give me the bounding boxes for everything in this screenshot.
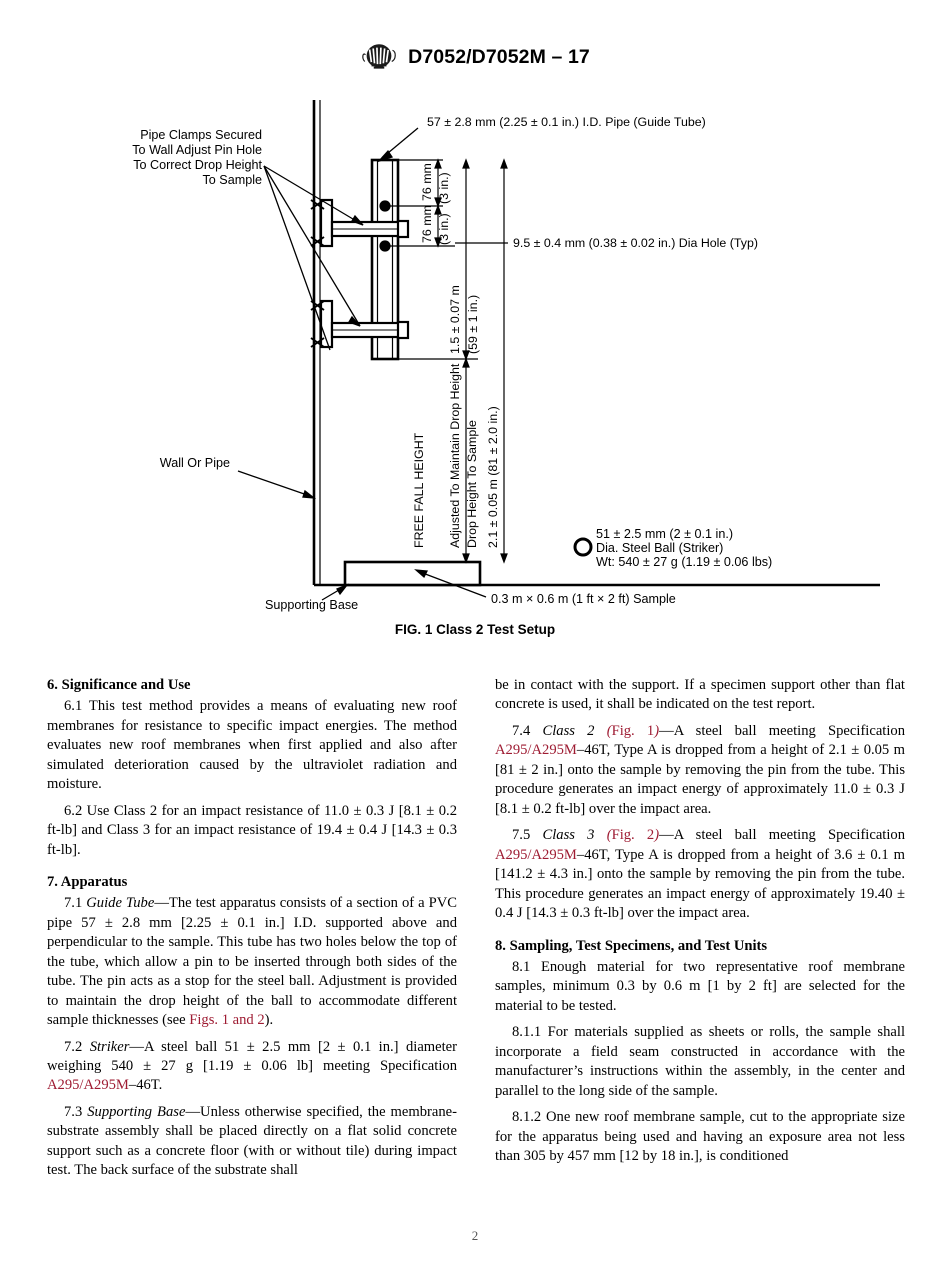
paragraph-7-2-number: 7.2 [64, 1038, 90, 1055]
dimension-76mm-upper [390, 158, 443, 208]
paragraph-7-3-continued: be in contact with the support. If a spe… [495, 677, 905, 713]
paragraph-8-1-1: 8.1.1 For materials supplied as sheets o… [495, 1024, 905, 1099]
page-number: 2 [471, 1228, 479, 1243]
paragraph-8-1: 8.1 Enough material for two representati… [495, 958, 905, 1014]
paragraph-7-4-term: Class 2 [542, 722, 595, 739]
link-fig-2[interactable]: Fig. 2 [611, 827, 655, 844]
pin-hole-lower [379, 240, 391, 252]
label-adjusted-drop-height: Adjusted To Maintain Drop Height [448, 363, 462, 548]
paragraph-7-3: 7.3 Supporting Base—Unless otherwise spe… [47, 1103, 457, 1181]
heading-section-8: 8. Sampling, Test Specimens, and Test Un… [495, 937, 768, 954]
paragraph-7-4-text-b: –46T, Type A is dropped from a height of… [495, 742, 905, 817]
paragraph-7-3-text: —Unless otherwise specified, the membran… [47, 1103, 457, 1179]
paragraph-7-1: 7.1 Guide Tube—The test apparatus consis… [47, 894, 457, 1030]
pin-hole-upper [379, 200, 391, 212]
paragraph-7-2: 7.2 Striker—A steel ball 51 ± 2.5 mm [2 … [47, 1038, 457, 1096]
paragraph-7-5-text-a: —A steel ball meeting Specification [659, 827, 906, 844]
label-ball-size: 51 ± 2.5 mm (2 ± 0.1 in.) [596, 527, 733, 541]
paragraph-6-1: 6.1 This test method provides a means of… [47, 698, 457, 793]
heading-section-7: 7. Apparatus [47, 874, 128, 890]
figure-class-2-test-setup: 57 ± 2.8 mm (2.25 ± 0.1 in.) I.D. Pipe (… [0, 88, 950, 648]
paragraph-7-5-fig-open: ( [594, 827, 612, 844]
label-wall-or-pipe: Wall Or Pipe [160, 456, 230, 470]
paragraph-7-1-term: Guide Tube [86, 895, 155, 912]
page-header: D7052/D7052M – 17 [0, 42, 950, 72]
paragraph-7-4-fig-open: ( [594, 722, 612, 739]
link-a295-a295m-7-5[interactable]: A295/A295M [495, 846, 577, 863]
link-a295-a295m-7-4[interactable]: A295/A295M [495, 742, 577, 759]
paragraph-7-2-text: —A steel ball 51 ± 2.5 mm [2 ± 0.1 in.] … [47, 1038, 458, 1074]
paragraph-7-4-fig-close: ) [654, 722, 660, 739]
left-column: 6. Significance and Use 6.1 This test me… [47, 676, 457, 1181]
paragraph-7-4: 7.4 Class 2 (Fig. 1)—A steel ball meetin… [495, 722, 905, 819]
paragraph-7-1-tail: ). [264, 1012, 274, 1029]
heading-section-6: 6. Significance and Use [47, 677, 191, 693]
label-supporting-base: Supporting Base [265, 598, 358, 612]
paragraph-7-5-term: Class 3 [542, 827, 595, 844]
paragraph-7-5-number: 7.5 [512, 827, 543, 844]
leader-sample [414, 569, 487, 598]
paragraph-8-1-2: 8.1.2 One new roof membrane sample, cut … [495, 1109, 905, 1165]
leader-guide-tube [376, 127, 419, 163]
label-tube-length-m: 1.5 ± 0.07 m [448, 285, 462, 354]
label-ball-desc: Dia. Steel Ball (Striker) [596, 541, 723, 555]
dimension-free-fall-height [462, 357, 470, 564]
label-dia-hole: 9.5 ± 0.4 mm (0.38 ± 0.02 in.) Dia Hole … [513, 236, 758, 250]
label-3in-upper: (3 in.) [437, 172, 451, 204]
page-title: D7052/D7052M – 17 [408, 45, 590, 68]
label-pipe-clamps-line2: To Wall Adjust Pin Hole [132, 143, 262, 157]
paragraph-7-5: 7.5 Class 3 (Fig. 2)—A steel ball meetin… [495, 826, 905, 923]
link-figs-1-and-2[interactable]: Figs. 1 and 2 [189, 1012, 265, 1029]
link-a295-a295m-7-2[interactable]: A295/A295M [47, 1077, 129, 1094]
label-drop-height-total: 2.1 ± 0.05 m (81 ± 2.0 in.) [486, 406, 500, 548]
paragraph-7-1-text: —The test apparatus consists of a sectio… [47, 895, 458, 1029]
figure-diagram: 57 ± 2.8 mm (2.25 ± 0.1 in.) I.D. Pipe (… [132, 100, 880, 612]
label-free-fall-height: FREE FALL HEIGHT [412, 432, 426, 548]
leader-pipe-clamps [263, 165, 364, 351]
paragraph-7-4-text-a: —A steel ball meeting Specification [659, 722, 906, 739]
paragraph-7-1-number: 7.1 [64, 895, 87, 912]
label-pipe-clamps-line4: To Sample [203, 173, 263, 187]
paragraph-7-5-text-b: –46T, Type A is dropped from a height of… [495, 846, 905, 922]
paragraph-7-2-term: Striker [89, 1038, 130, 1055]
leader-supporting-base [321, 583, 349, 601]
label-pipe-clamps-line3: To Correct Drop Height [133, 158, 262, 172]
label-tube-length-in: (59 ± 1 in.) [466, 295, 480, 354]
paragraph-7-3-number: 7.3 [64, 1103, 88, 1120]
link-fig-1[interactable]: Fig. 1 [611, 722, 655, 739]
paragraph-7-3-term: Supporting Base [87, 1103, 186, 1120]
figure-caption: FIG. 1 Class 2 Test Setup [394, 622, 556, 637]
dimension-drop-height-total [500, 158, 508, 564]
paragraph-6-2: 6.2 Use Class 2 for an impact resistance… [47, 802, 457, 858]
label-pipe-clamps-line1: Pipe Clamps Secured [140, 128, 262, 142]
leader-wall-or-pipe [237, 470, 317, 499]
paragraph-7-5-fig-close: ) [654, 827, 660, 844]
body-columns: 6. Significance and Use 6.1 This test me… [47, 676, 905, 1181]
steel-ball-striker [573, 537, 593, 557]
astm-logo [362, 44, 396, 69]
dimension-tube-length [398, 158, 478, 361]
label-drop-height-to-sample: Drop Height To Sample [465, 420, 479, 548]
label-sample: 0.3 m × 0.6 m (1 ft × 2 ft) Sample [491, 592, 676, 606]
label-ball-weight: Wt: 540 ± 27 g (1.19 ± 0.06 lbs) [596, 555, 772, 569]
pipe-clamp-upper [310, 198, 410, 248]
paragraph-7-2-tail: –46T. [128, 1077, 163, 1094]
dimension-76mm-lower [390, 204, 455, 248]
right-column: be in contact with the support. If a spe… [495, 676, 905, 1181]
sample-block [343, 560, 482, 587]
label-guide-tube: 57 ± 2.8 mm (2.25 ± 0.1 in.) I.D. Pipe (… [427, 115, 706, 129]
label-3in-lower: (3 in.) [437, 213, 451, 245]
paragraph-7-4-number: 7.4 [512, 722, 543, 739]
label-76mm-lower: 76 mm [420, 205, 434, 243]
label-76mm-upper: 76 mm [420, 163, 434, 201]
